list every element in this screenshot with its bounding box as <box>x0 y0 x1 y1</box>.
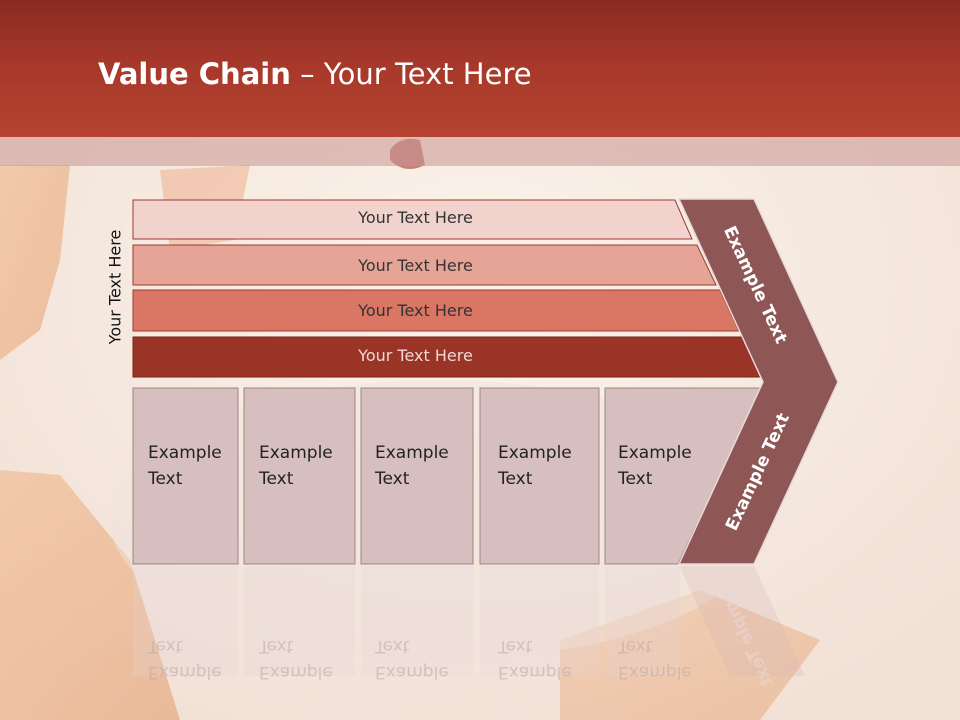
column-4-reflection: Example Text <box>498 633 572 685</box>
column-1-line2: Text <box>148 469 183 489</box>
column-2-reflection-line2: Text <box>259 636 294 656</box>
column-5 <box>604 387 763 565</box>
column-1-line1: Example <box>148 443 222 463</box>
column-2-line1: Example <box>259 443 333 463</box>
column-1 <box>132 387 239 565</box>
bar-1-label: Your Text Here <box>358 208 473 227</box>
bar-1 <box>132 199 693 240</box>
bar-2-label: Your Text Here <box>358 256 473 275</box>
column-4-reflection-line1: Example <box>498 662 572 682</box>
column-2 <box>243 387 356 565</box>
column-2-line2: Text <box>259 469 294 489</box>
column-3-reflection: Example Text <box>375 633 449 685</box>
column-4-reflection-line2: Text <box>498 636 533 656</box>
column-1-reflection: Example Text <box>148 633 222 685</box>
column-3-reflection-line1: Example <box>375 662 449 682</box>
column-4-line1: Example <box>498 443 572 463</box>
bar-4-label: Your Text Here <box>358 346 473 365</box>
column-5-reflection-line1: Example <box>618 662 692 682</box>
reflection <box>133 566 805 676</box>
column-2-reflection-line1: Example <box>259 662 333 682</box>
column-4 <box>479 387 600 565</box>
chevron-arrow <box>677 198 839 565</box>
column-1-reflection-line1: Example <box>148 662 222 682</box>
column-1-reflection-line2: Text <box>148 636 183 656</box>
page-title: Value Chain – Your Text Here <box>98 56 532 92</box>
column-3-line1: Example <box>375 443 449 463</box>
column-5-line2: Text <box>618 469 653 489</box>
bar-3-label: Your Text Here <box>358 301 473 320</box>
column-3-reflection-line2: Text <box>375 636 410 656</box>
title-bold: Value Chain <box>98 57 291 91</box>
title-rest: – Your Text Here <box>290 57 532 91</box>
column-3-line2: Text <box>375 469 410 489</box>
column-5-reflection-line2: Text <box>618 636 653 656</box>
column-3 <box>360 387 474 565</box>
column-4-line2: Text <box>498 469 533 489</box>
header-band <box>0 137 960 166</box>
bar-2 <box>132 244 717 286</box>
column-5-line1: Example <box>618 443 692 463</box>
column-2-reflection: Example Text <box>259 633 333 685</box>
header-bar <box>0 0 960 137</box>
column-5-reflection: Example Text <box>618 633 692 685</box>
